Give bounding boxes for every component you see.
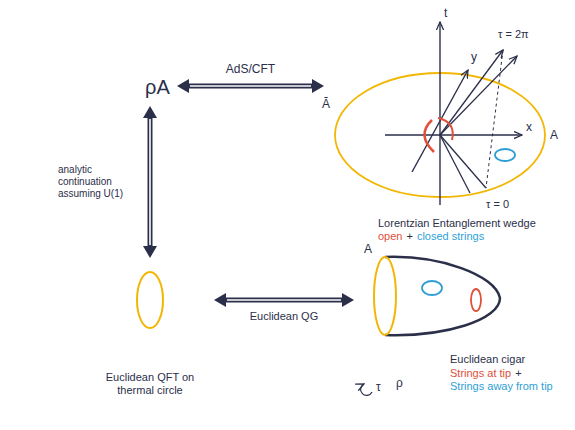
connector-group bbox=[222, 300, 346, 301]
coordinate-label: ρ bbox=[396, 376, 403, 390]
lorentzian-wedge-node: Lorentzian Entanglement wedgeopen + closed… bbox=[328, 8, 568, 248]
rotation-arrow bbox=[361, 384, 372, 395]
rindler-ray bbox=[440, 50, 503, 135]
time-slice-label: τ = 2π bbox=[498, 28, 529, 41]
node-text: Strings at tip bbox=[450, 367, 511, 381]
text-row: Euclidean QFT on thermal circle bbox=[95, 371, 205, 399]
text-row: Lorentzian Entanglement wedge bbox=[378, 217, 536, 231]
euclidean-cigar-node: Euclidean cigarStrings at tip +Strings aw… bbox=[358, 240, 568, 398]
closed-string-loop bbox=[495, 149, 515, 161]
time-axis bbox=[439, 22, 440, 205]
edge-label: Euclidean QG bbox=[250, 310, 318, 323]
node-text: ρA bbox=[145, 75, 170, 100]
rindler-ray bbox=[440, 135, 470, 193]
coordinate-label: τ bbox=[376, 380, 381, 394]
double-arrow bbox=[222, 298, 346, 303]
closed-string-loop bbox=[422, 281, 442, 295]
string-at-tip bbox=[471, 289, 481, 311]
edge-label: AdS/CFT bbox=[226, 62, 275, 76]
node-text: Lorentzian Entanglement wedge bbox=[378, 217, 536, 231]
edge-label: analytic continuation assuming U(1) bbox=[58, 164, 138, 200]
text-row: Strings away from tip bbox=[450, 380, 553, 394]
text-row: Strings at tip + bbox=[450, 367, 522, 381]
node-text: + bbox=[406, 230, 412, 244]
double-arrow-gap bbox=[149, 119, 151, 245]
node-text: closed strings bbox=[417, 230, 484, 244]
boundary-circle bbox=[374, 257, 396, 335]
double-arrow bbox=[185, 84, 316, 89]
dashed-guide bbox=[486, 50, 503, 188]
open-string-arc bbox=[438, 118, 453, 140]
connector-group bbox=[150, 114, 151, 250]
thermal-circle bbox=[137, 272, 163, 328]
region-label: Ā bbox=[322, 97, 330, 111]
axis-label: x bbox=[526, 120, 532, 134]
density-matrix-node: ρA bbox=[143, 72, 173, 102]
rindler-ray bbox=[440, 56, 517, 135]
axis-label: t bbox=[444, 6, 447, 20]
region-label: A bbox=[550, 128, 558, 142]
euclidean-qft-node: Euclidean QFT on thermal circle bbox=[90, 262, 210, 402]
axis-label: y bbox=[471, 50, 477, 64]
text-row: Euclidean cigar bbox=[450, 353, 525, 367]
double-arrow-gap bbox=[190, 85, 311, 87]
node-text: open bbox=[378, 230, 402, 244]
text-row: ρA bbox=[145, 75, 170, 100]
node-text: + bbox=[515, 367, 521, 381]
connector-group bbox=[185, 86, 316, 87]
open-string-arc bbox=[424, 120, 434, 152]
text-row: open + closed strings bbox=[378, 230, 484, 244]
node-text: Euclidean QFT on thermal circle bbox=[95, 371, 205, 399]
node-text: Euclidean cigar bbox=[450, 353, 525, 367]
node-text: Strings away from tip bbox=[450, 380, 553, 394]
double-arrow bbox=[148, 114, 153, 250]
double-arrow-gap bbox=[227, 299, 341, 301]
cigar-outline bbox=[385, 257, 500, 335]
region-label: A bbox=[364, 242, 372, 256]
time-slice-label: τ = 0 bbox=[486, 198, 509, 211]
